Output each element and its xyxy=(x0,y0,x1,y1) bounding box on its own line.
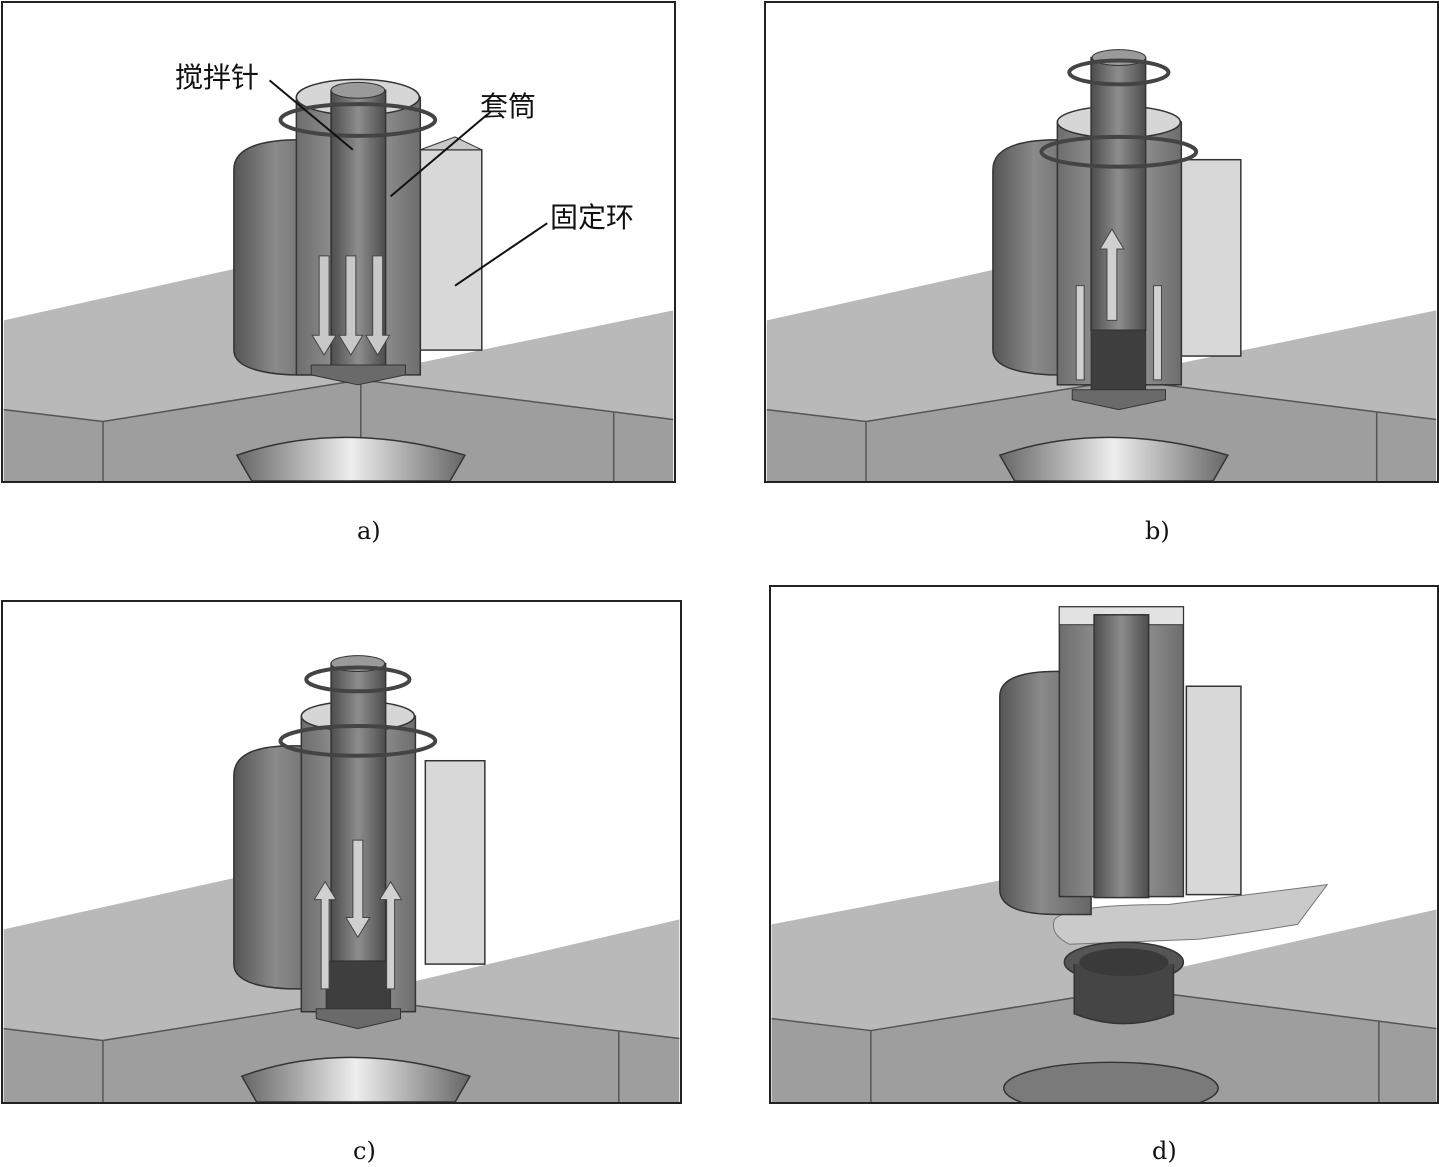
diagram-b xyxy=(766,49,1437,481)
caption-a: a) xyxy=(357,517,381,545)
panel-d xyxy=(769,585,1439,1104)
caption-b: b) xyxy=(1145,517,1170,545)
label-pin: 搅拌针 xyxy=(175,61,260,94)
label-sleeve: 套筒 xyxy=(480,90,537,123)
panel-b xyxy=(764,1,1439,483)
diagram-c xyxy=(3,655,680,1102)
label-clamp-ring: 固定环 xyxy=(550,201,635,234)
diagram-d xyxy=(771,606,1437,1102)
panel-c xyxy=(1,600,682,1104)
diagram-a xyxy=(3,78,674,481)
caption-d: d) xyxy=(1152,1137,1177,1165)
caption-c: c) xyxy=(353,1137,376,1165)
panel-a xyxy=(1,1,676,483)
